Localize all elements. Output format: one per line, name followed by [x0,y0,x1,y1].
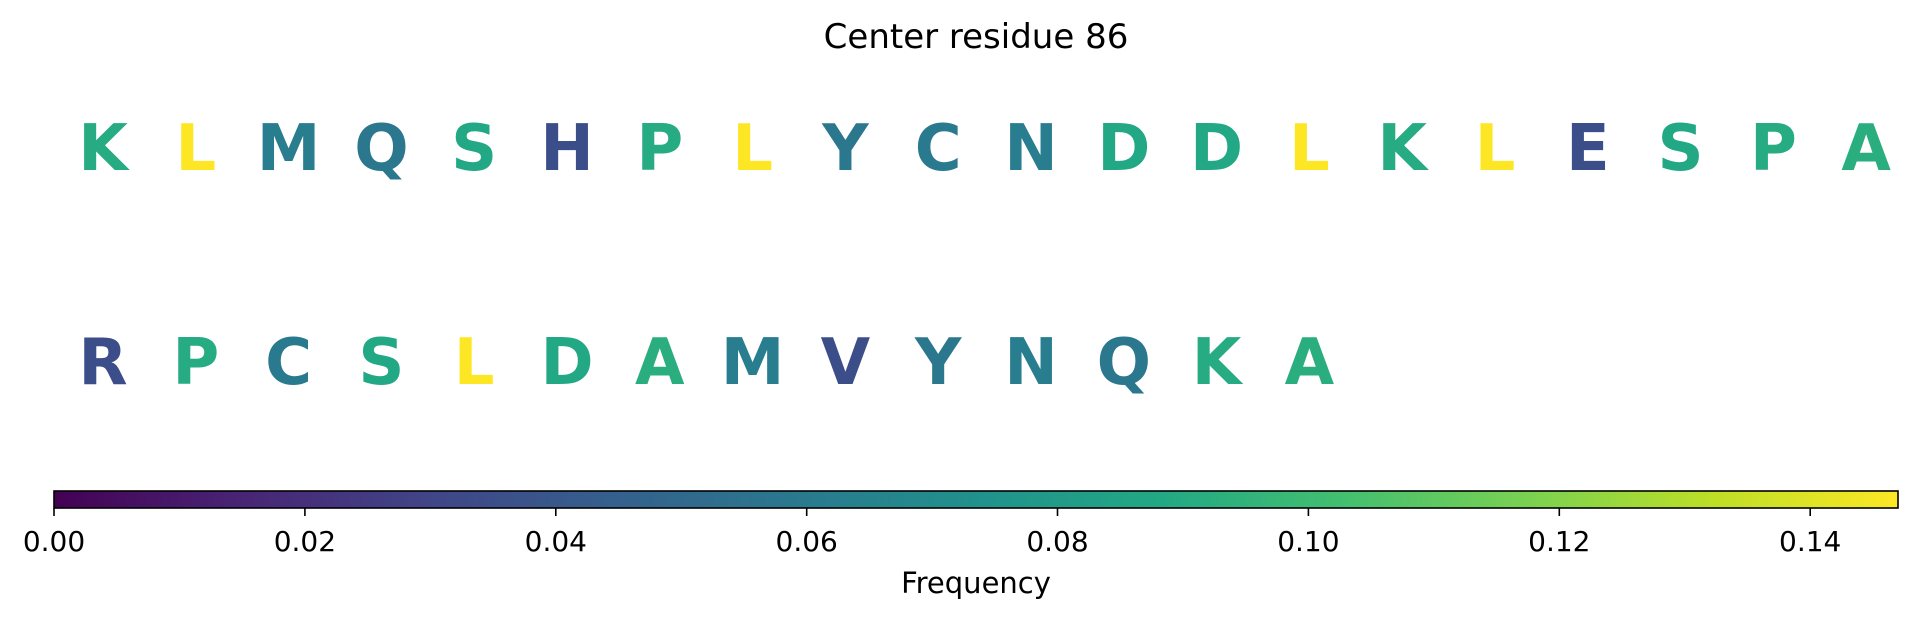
chart-title: Center residue 86 [824,17,1129,57]
residue-letter: M [257,112,321,186]
residue-letter: R [78,326,127,400]
residue-letter: S [451,112,497,186]
residue-letter: Y [821,112,869,186]
residue-letter: L [1475,112,1516,186]
residue-letter: D [1190,112,1243,186]
residue-letter: A [635,326,685,400]
residue-letter: P [172,326,219,400]
residue-letter: L [175,112,216,186]
residue-letter: H [540,112,594,186]
residue-letter: D [1097,112,1150,186]
colorbar-tick-label: 0.06 [776,525,838,558]
residue-letter: S [1658,112,1704,186]
colorbar-tick-label: 0.08 [1026,525,1088,558]
residue-letter: L [732,112,773,186]
residue-letter: S [358,326,404,400]
colorbar-tick-label: 0.12 [1528,525,1590,558]
residue-letter: Y [914,326,962,400]
colorbar-tick-label: 0.00 [23,525,85,558]
residue-letter: N [1004,112,1058,186]
residue-letter: N [1004,326,1058,400]
residue-letter: P [636,112,683,186]
residue-letter: A [1841,112,1891,186]
residue-letter: C [265,326,312,400]
colorbar-frame [53,490,1899,509]
residue-letter: K [1192,326,1244,400]
colorbar-ticks: 0.00 0.02 0.04 0.06 0.08 0.10 0.12 0.14 [23,508,1841,558]
residue-letter: A [1285,326,1335,400]
colorbar-gradient [54,491,1898,508]
residue-letter: M [721,326,785,400]
colorbar-tick-label: 0.10 [1277,525,1339,558]
residue-letter: V [821,326,871,400]
residue-letter: Q [354,112,408,186]
colorbar-tick-label: 0.04 [525,525,587,558]
colorbar-tick-label: 0.14 [1779,525,1841,558]
residue-letter: Q [1097,326,1151,400]
residue-letter: E [1566,112,1610,186]
residue-letter: K [78,112,130,186]
colorbar-tick-label: 0.02 [274,525,336,558]
residue-letter: K [1377,112,1429,186]
colorbar-label: Frequency [901,566,1051,600]
residue-letter: L [454,326,495,400]
residue-letter: C [915,112,962,186]
residue-letter: P [1750,112,1797,186]
residue-letter: L [1289,112,1330,186]
residue-letter: D [540,326,593,400]
colorbar: 0.00 0.02 0.04 0.06 0.08 0.10 0.12 0.14 Frequen… [23,490,1899,600]
